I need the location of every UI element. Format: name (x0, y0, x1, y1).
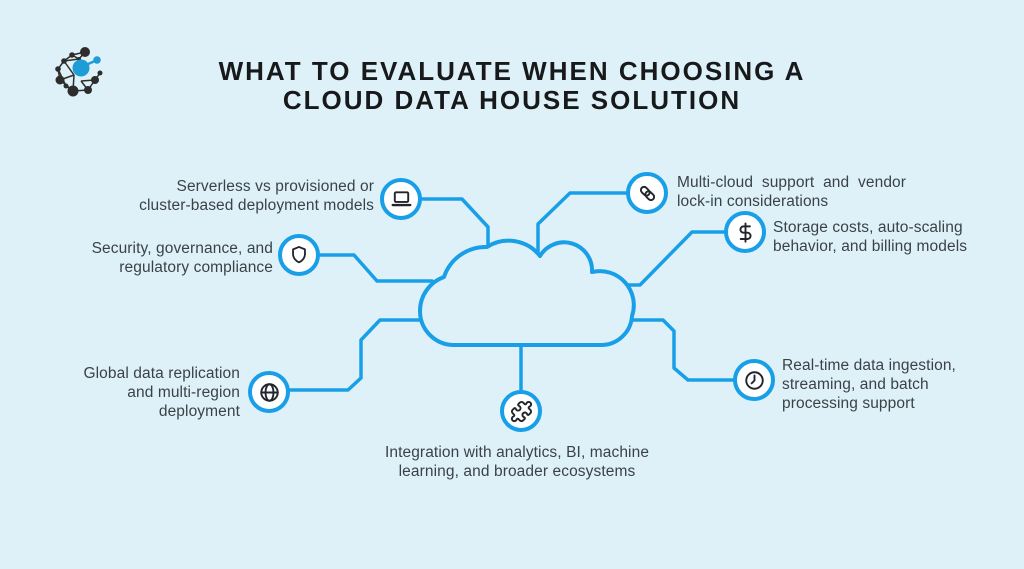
label-line: cluster-based deployment models (139, 197, 374, 214)
label-line: processing support (782, 395, 915, 412)
branch-storage-costs-label: Storage costs, auto-scaling behavior, an… (773, 218, 999, 256)
node-integration-ecosystems (500, 390, 542, 432)
label-line: Integration with analytics, BI, machine (384, 444, 650, 461)
label-line: lock-in considerations (677, 193, 829, 210)
connector-security-compliance (317, 253, 434, 283)
laptop-icon (391, 190, 411, 206)
label-line: Real-time data ingestion, (782, 357, 956, 374)
label-line: learning, and broader ecosystems (398, 463, 636, 480)
node-deployment-models (380, 178, 422, 220)
label-line: Multi-cloud support and vendor (677, 174, 907, 191)
node-storage-costs (724, 211, 766, 253)
branch-global-replication-label: Global data replication and multi-region… (40, 364, 240, 421)
label-line: deployment (158, 403, 240, 420)
label-line: and multi-region (127, 384, 240, 401)
branch-multi-cloud-label: Multi-cloud support and vendor lock-in c… (677, 173, 939, 211)
connector-realtime-processing (620, 318, 736, 382)
node-security-compliance (278, 234, 320, 276)
branch-realtime-processing-label: Real-time data ingestion, streaming, and… (782, 356, 992, 413)
node-global-replication (248, 371, 290, 413)
globe-icon (259, 382, 279, 402)
branch-integration-ecosystems-label: Integration with analytics, BI, machine … (369, 443, 665, 481)
shield-icon (292, 246, 306, 264)
link-icon (639, 185, 655, 201)
branch-deployment-models-label: Serverless vs provisioned or cluster-bas… (104, 177, 374, 215)
page-title: WHAT TO EVALUATE WHEN CHOOSING A CLOUD D… (0, 57, 1024, 115)
label-line: Global data replication (83, 365, 240, 382)
dollar-icon (739, 221, 751, 243)
cloud-shape (417, 238, 636, 348)
label-line: Serverless vs provisioned or (176, 178, 374, 195)
page-title-line-1: WHAT TO EVALUATE WHEN CHOOSING A (218, 56, 806, 86)
network-logo (55, 47, 103, 97)
label-line: Security, governance, and (91, 240, 273, 257)
clock-icon (744, 370, 764, 390)
connector-global-replication (286, 318, 432, 392)
connector-deployment-models (419, 197, 490, 254)
label-line: regulatory compliance (119, 259, 273, 276)
puzzle-icon (510, 400, 532, 422)
node-realtime-processing (733, 359, 775, 401)
page-title-line-2: CLOUD DATA HOUSE SOLUTION (282, 85, 742, 115)
label-line: streaming, and batch (782, 376, 929, 393)
connector-multi-cloud (536, 191, 629, 264)
branch-security-compliance-label: Security, governance, and regulatory com… (57, 239, 273, 277)
label-line: behavior, and billing models (773, 238, 968, 255)
node-multi-cloud (626, 172, 668, 214)
label-line: Storage costs, auto-scaling (773, 219, 963, 236)
